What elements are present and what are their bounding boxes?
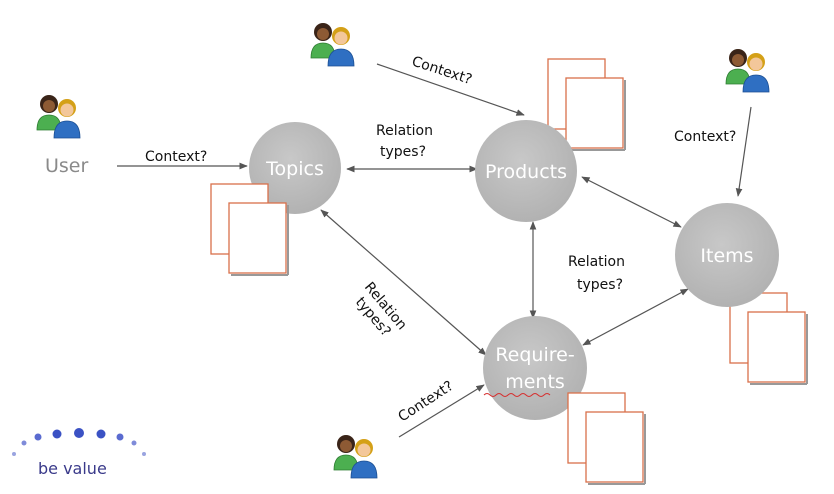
edge-products-items bbox=[581, 176, 682, 228]
node-requirements-label-2: ments bbox=[505, 371, 565, 393]
edge-label-context-products: Context? bbox=[410, 54, 474, 88]
edge-label-types-middle: types? bbox=[577, 277, 623, 293]
people-icon bbox=[310, 22, 355, 67]
connections bbox=[117, 63, 752, 438]
edge-topics-requirements bbox=[320, 209, 487, 356]
logo-text: be value bbox=[38, 459, 107, 478]
edge-context-products bbox=[376, 63, 525, 116]
people-icon bbox=[725, 48, 770, 93]
node-products: Products bbox=[475, 120, 577, 222]
edge-label-types-top: types? bbox=[380, 144, 426, 160]
node-items: Items bbox=[675, 203, 779, 307]
user-label: User bbox=[45, 155, 88, 177]
document-stack-icon bbox=[729, 292, 808, 385]
edge-items-requirements bbox=[582, 288, 689, 346]
node-topics-label: Topics bbox=[265, 158, 324, 180]
be-value-logo: be value bbox=[12, 428, 146, 478]
edge-label-context-items: Context? bbox=[674, 129, 736, 145]
people-icon bbox=[333, 434, 378, 479]
edge-label-relation-middle: Relation bbox=[568, 254, 625, 270]
node-topics: Topics bbox=[249, 122, 341, 214]
user-people-icon bbox=[36, 94, 81, 139]
edge-context-requirements bbox=[398, 384, 485, 438]
edge-label-relation-top: Relation bbox=[376, 123, 433, 139]
edge-label-context-requirements: Context? bbox=[395, 378, 456, 425]
node-requirements-label-1: Require- bbox=[495, 344, 574, 366]
node-requirements: Require- ments bbox=[483, 316, 587, 420]
edge-context-items bbox=[735, 106, 752, 197]
edge-label-context-user: Context? bbox=[145, 149, 207, 165]
node-products-label: Products bbox=[485, 161, 567, 183]
document-stack-icon bbox=[567, 392, 646, 485]
node-items-label: Items bbox=[700, 245, 753, 267]
